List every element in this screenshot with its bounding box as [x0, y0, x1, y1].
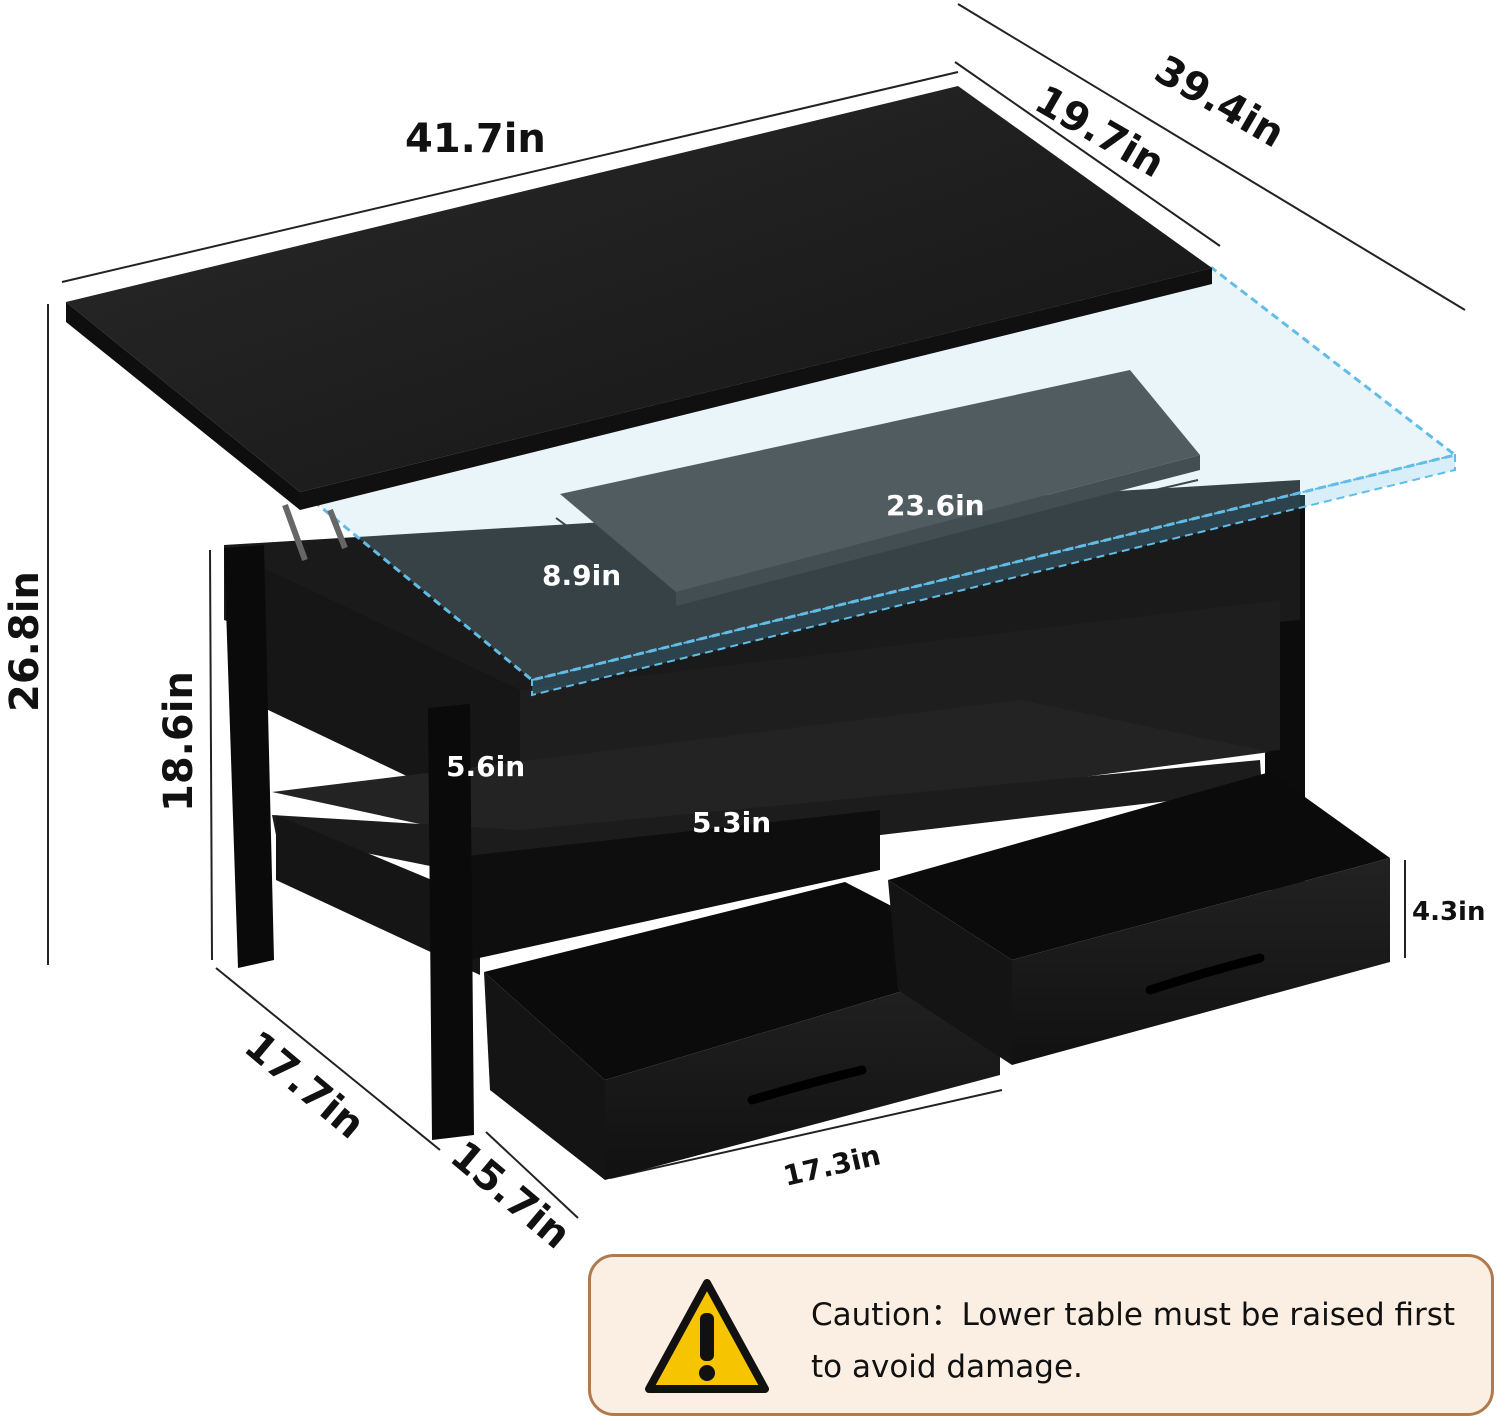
dim-overall-length: 39.4in — [1147, 47, 1292, 157]
dim-top-length: 41.7in — [405, 116, 546, 162]
right-drawer — [888, 772, 1390, 1065]
dim-drawer-depth: 15.7in — [442, 1132, 579, 1258]
left-drawer — [484, 882, 1000, 1180]
lift-tray — [560, 370, 1200, 606]
raised-table-top — [66, 86, 1212, 510]
dim-shelf-clearance: 5.3in — [692, 806, 771, 839]
dim-lift-tray-depth: 8.9in — [542, 559, 621, 592]
dim-drawer-height: 4.3in — [1412, 897, 1485, 927]
warning-triangle-icon — [645, 1279, 769, 1393]
table-frame-front — [224, 545, 474, 1140]
dim-drawer-width: 17.3in — [780, 1138, 884, 1192]
dim-lower-height: 18.6in — [156, 671, 202, 812]
dim-overall-height: 26.8in — [2, 571, 48, 712]
caution-notice: Caution：Lower table must be raised first… — [588, 1254, 1494, 1416]
caution-message: Lower table must be raised first to avoi… — [811, 1297, 1456, 1385]
caution-text: Caution：Lower table must be raised first… — [811, 1289, 1471, 1393]
dim-lift-tray-width: 23.6in — [886, 489, 985, 522]
caution-label: Caution： — [811, 1297, 962, 1333]
table-body — [224, 480, 1300, 975]
dim-base-depth: 17.7in — [236, 1022, 373, 1148]
dim-lift-storage-height: 5.6in — [446, 750, 525, 783]
